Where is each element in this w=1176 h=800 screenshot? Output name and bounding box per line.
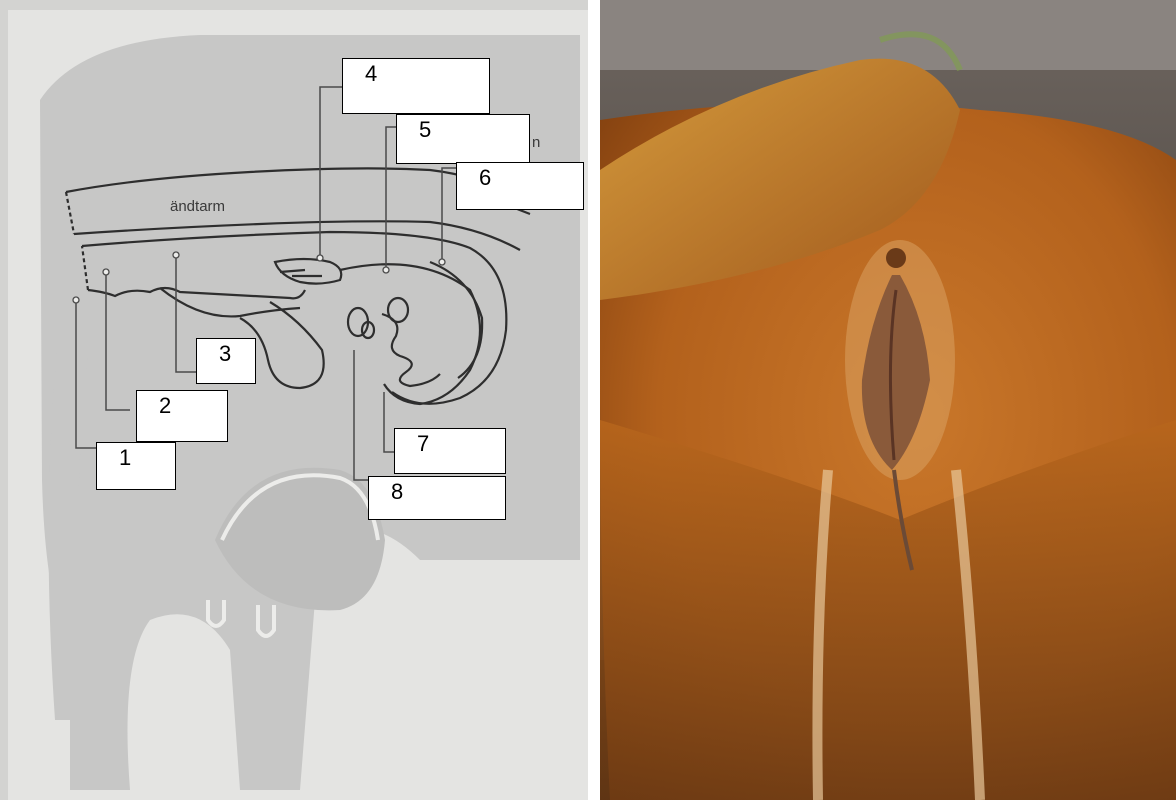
- rectum-label: ändtarm: [170, 198, 225, 215]
- callout-box-5[interactable]: 5: [396, 114, 530, 164]
- partial-label-letter: n: [532, 134, 540, 151]
- anatomy-diagram-panel: ändtarm n 4 5 6 3 2 1 7 8: [0, 0, 588, 800]
- callout-box-6[interactable]: 6: [456, 162, 584, 210]
- callout-box-1[interactable]: 1: [96, 442, 176, 490]
- callout-box-3[interactable]: 3: [196, 338, 256, 384]
- callout-box-4[interactable]: 4: [342, 58, 490, 114]
- cow-hindquarters-photo: [600, 0, 1176, 800]
- callout-box-7[interactable]: 7: [394, 428, 506, 474]
- callout-box-8[interactable]: 8: [368, 476, 506, 520]
- photo-illustration: [600, 0, 1176, 800]
- callout-box-2[interactable]: 2: [136, 390, 228, 442]
- anus: [886, 248, 906, 268]
